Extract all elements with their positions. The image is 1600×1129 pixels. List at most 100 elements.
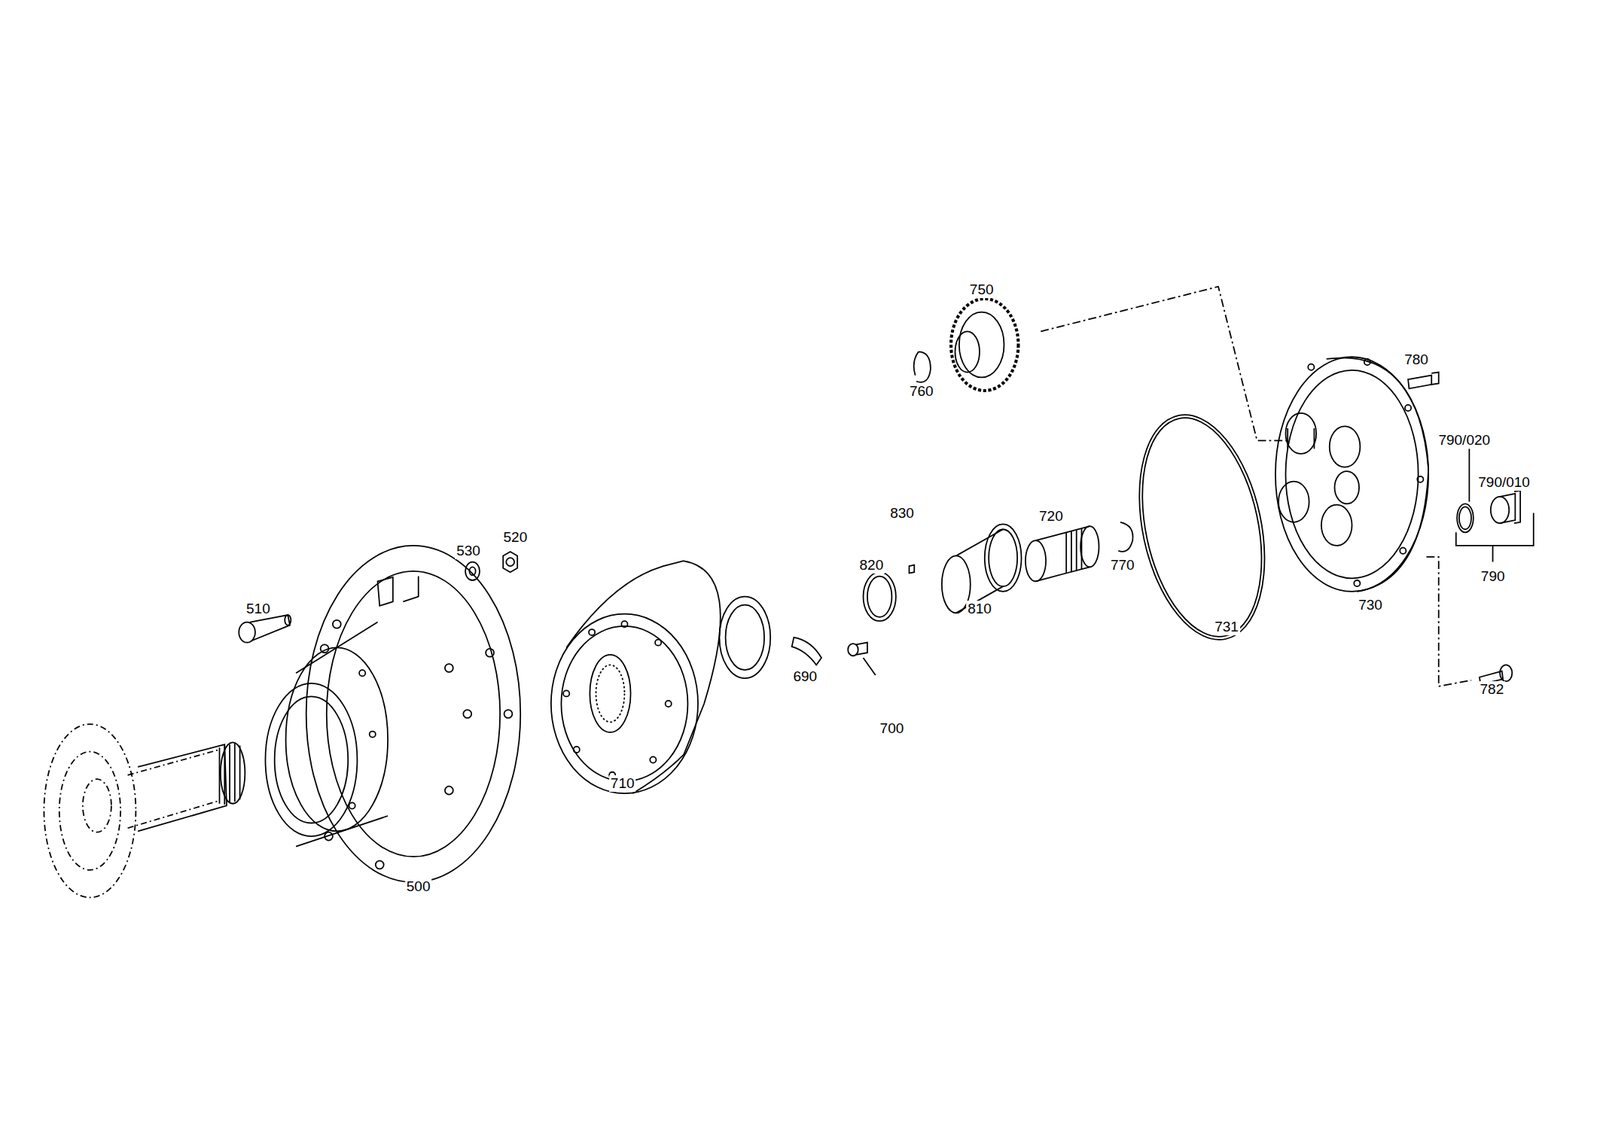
ring-820-line	[867, 576, 893, 618]
screw-700-line	[863, 658, 876, 676]
ring-gear-710-line	[566, 560, 721, 794]
hub-500-line	[444, 786, 454, 796]
seal-790-020-line	[1468, 448, 1471, 502]
axle-flange	[43, 724, 220, 898]
callout-number: 710	[609, 775, 637, 793]
hub-500-line	[326, 571, 500, 857]
sleeve-810-line	[984, 524, 1022, 592]
nut-520-line	[502, 551, 518, 573]
axle-shaft	[137, 742, 245, 832]
planet-carrier-730-line	[1307, 364, 1314, 371]
plug-790-010	[1490, 490, 1521, 524]
ring-gear-710-line	[665, 700, 672, 708]
ring-gear-710-line	[649, 756, 656, 763]
shaft-720-line	[1025, 540, 1046, 582]
plug-790-010-line	[1514, 490, 1521, 524]
axle-flange-line	[128, 749, 220, 829]
clip-770-line	[1118, 522, 1133, 552]
shaft-720-line	[1080, 526, 1099, 567]
axle-flange-line	[43, 724, 136, 898]
seal-790-020	[1456, 448, 1474, 533]
callout-number: 731	[1212, 619, 1241, 637]
pin-830	[908, 565, 915, 574]
bolt-510-line	[284, 615, 291, 626]
ring-820	[863, 572, 896, 622]
axle-shaft-line	[219, 743, 240, 805]
callout-number: 782	[1478, 681, 1506, 698]
callout-number: 780	[1402, 351, 1430, 369]
screw-700-line	[847, 643, 859, 656]
planet-gear-750-line	[950, 298, 1018, 391]
bolt-780-line	[1431, 372, 1439, 385]
washer-530-line	[465, 562, 480, 581]
callout-number: 700	[878, 720, 906, 738]
callout-number: 810	[966, 600, 994, 618]
planet-carrier-730-line	[1287, 428, 1314, 449]
bolt-510	[238, 615, 291, 644]
pin-830-line	[908, 565, 915, 574]
seal-790-020-line	[1459, 506, 1472, 530]
callout-number: 750	[968, 281, 996, 299]
planet-gear-750-line	[959, 312, 1005, 378]
hub-500-line	[349, 802, 356, 809]
planet-carrier-730-line	[1329, 426, 1361, 467]
hub-500-line	[274, 696, 349, 823]
circlip-760-line	[914, 351, 931, 382]
ring-gear-710-line	[563, 690, 570, 697]
nut-520	[502, 551, 518, 573]
ring-gear-710-line	[589, 655, 631, 733]
planet-carrier-730-line	[1285, 413, 1317, 455]
lock-plate	[719, 597, 771, 679]
bolt-780	[1408, 372, 1439, 390]
ring-gear-710-line	[655, 640, 662, 647]
planet-carrier-730-line	[1364, 359, 1371, 366]
planet-carrier-730-line	[1404, 405, 1412, 412]
plug-790-010-line	[1490, 496, 1509, 524]
hub-500-line	[504, 710, 513, 719]
axle-flange-line	[59, 752, 121, 871]
screw-700-line	[856, 643, 868, 656]
washer-530-line	[469, 566, 476, 576]
hub-500-line	[324, 832, 333, 842]
planet-carrier-730	[1275, 356, 1429, 592]
group-bracket-790-line	[1456, 513, 1534, 563]
ring-gear-710-line	[621, 621, 628, 628]
callout-number: 520	[502, 529, 530, 546]
lock-plate-line	[725, 605, 765, 671]
planet-carrier-730-line	[1399, 548, 1406, 555]
planet-carrier-730-line	[1326, 357, 1430, 592]
planet-gear-750-line	[954, 331, 980, 372]
bolt-510-line	[238, 622, 256, 644]
bolt-510-line	[249, 615, 290, 641]
clip-770	[1118, 522, 1133, 552]
ring-gear-710	[551, 560, 721, 794]
axle-shaft-line	[137, 744, 227, 832]
segment-690-line	[792, 637, 822, 666]
callout-number: 820	[858, 557, 886, 574]
planet-gear-750	[950, 298, 1018, 391]
hub-500-line	[375, 861, 384, 870]
shaft-720-line	[1066, 528, 1082, 574]
bolt-780-line	[1408, 375, 1432, 390]
sleeve-810-line	[988, 529, 1018, 587]
hub-500-line	[265, 683, 357, 837]
hub-500-line	[332, 620, 342, 629]
callout-number: 510	[244, 600, 272, 618]
shaft-720	[1025, 526, 1100, 582]
ring-gear-710-line	[588, 629, 595, 636]
hub-500-line	[369, 731, 376, 738]
hub-500-line	[295, 622, 388, 848]
sleeve-810	[941, 524, 1022, 613]
planet-carrier-730-line	[1417, 476, 1424, 483]
segment-690	[792, 637, 822, 666]
bolt-782-line	[1499, 664, 1512, 682]
hub-500-line	[485, 649, 494, 658]
hub-500-line	[377, 576, 419, 607]
assembly-line	[1040, 286, 1472, 687]
ring-gear-710-line	[595, 664, 625, 723]
o-ring-731-line	[1124, 407, 1280, 649]
hub-500-line	[320, 644, 330, 653]
seal-790-020-line	[1456, 503, 1474, 533]
